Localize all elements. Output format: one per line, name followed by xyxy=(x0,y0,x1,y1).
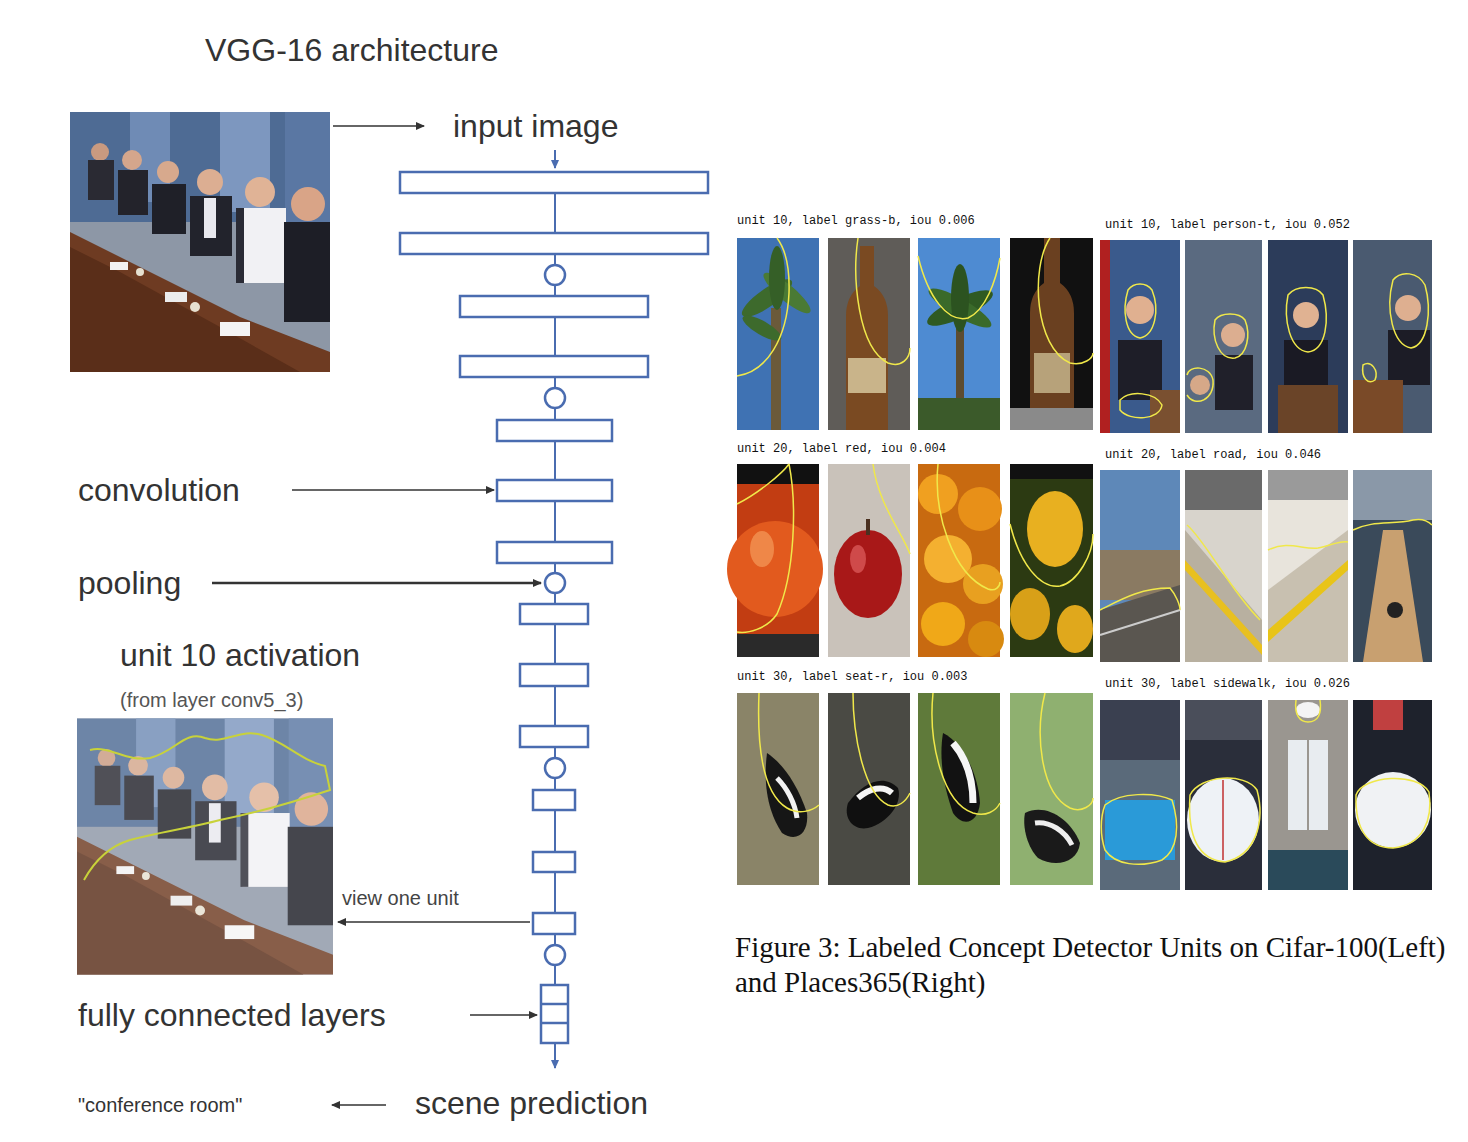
text-slot: unit 10 activation xyxy=(120,636,360,674)
text-slot: VGG-16 architecture xyxy=(205,31,498,69)
text-slot: convolution xyxy=(78,471,240,509)
unit-label: unit 20, label road, iou 0.046 xyxy=(1105,448,1321,462)
text-slot: unit 30, label sidewalk, iou 0.026 xyxy=(1105,677,1350,691)
text-slot: unit 30, label seat-r, iou 0.003 xyxy=(737,670,967,684)
callout-label: fully connected layers xyxy=(78,996,386,1034)
text-slot: Figure 3: Labeled Concept Detector Units… xyxy=(735,930,1457,1001)
unit-label: unit 10, label person-t, iou 0.052 xyxy=(1105,218,1350,232)
activation-photo xyxy=(77,718,333,975)
callout-label: input image xyxy=(453,107,618,145)
unit-label: unit 30, label seat-r, iou 0.003 xyxy=(737,670,967,684)
callout-label: convolution xyxy=(78,471,240,509)
unit-label: unit 30, label sidewalk, iou 0.026 xyxy=(1105,677,1350,691)
callout-label: view one unit xyxy=(342,886,459,910)
callout-label: unit 10 activation xyxy=(120,636,360,674)
callout-label: pooling xyxy=(78,564,181,602)
text-slot: (from layer conv5_3) xyxy=(120,688,303,712)
unit-label: unit 20, label red, iou 0.004 xyxy=(737,442,946,456)
text-slot: unit 10, label person-t, iou 0.052 xyxy=(1105,218,1350,232)
text-slot: view one unit xyxy=(342,886,459,910)
text-slot: unit 10, label grass-b, iou 0.006 xyxy=(737,214,975,228)
callout-label: scene prediction xyxy=(415,1084,648,1122)
prediction-label: "conference room" xyxy=(78,1093,242,1117)
text-slot: unit 20, label road, iou 0.046 xyxy=(1105,448,1321,462)
text-slot: pooling xyxy=(78,564,181,602)
places-thumbnails xyxy=(1100,240,1432,890)
text-slot: unit 20, label red, iou 0.004 xyxy=(737,442,946,456)
text-slot: scene prediction xyxy=(415,1084,648,1122)
text-slot: "conference room" xyxy=(78,1093,242,1117)
cifar-thumbnails xyxy=(727,238,1093,885)
pointer-arrows xyxy=(212,126,541,1105)
text-slot: input image xyxy=(453,107,618,145)
panel-title: VGG-16 architecture xyxy=(205,31,498,69)
vgg-network xyxy=(400,150,708,1068)
unit-label: unit 10, label grass-b, iou 0.006 xyxy=(737,214,975,228)
figure-caption: Figure 3: Labeled Concept Detector Units… xyxy=(735,930,1457,1001)
text-slot: fully connected layers xyxy=(78,996,386,1034)
layer-note: (from layer conv5_3) xyxy=(120,688,303,712)
input-photo xyxy=(70,112,330,372)
